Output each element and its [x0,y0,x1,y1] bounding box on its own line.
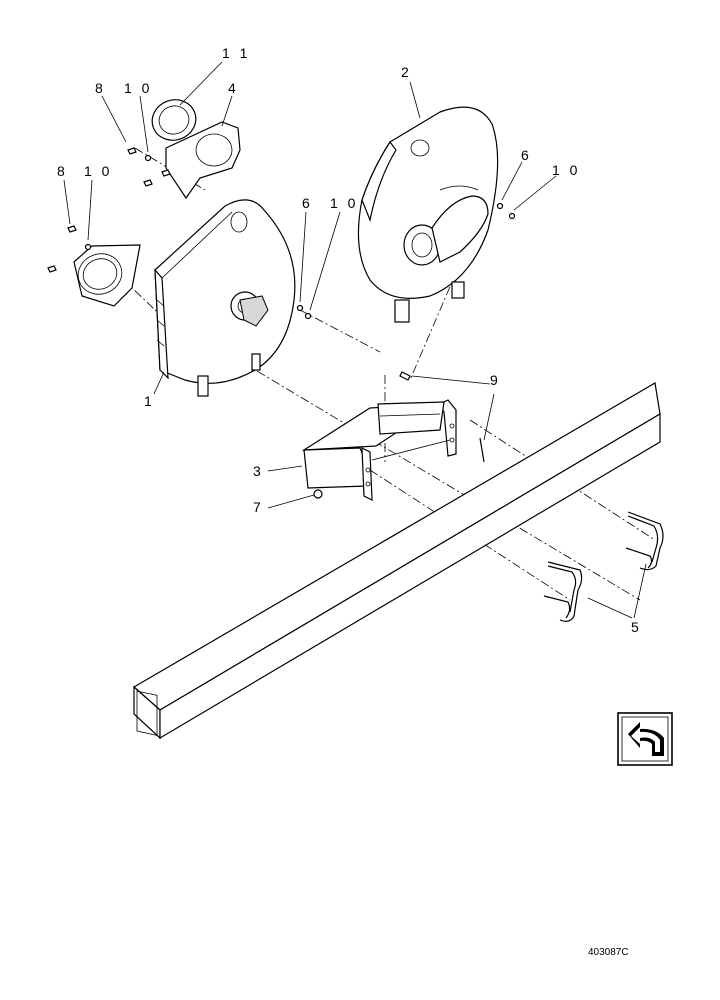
callout-10-lower: 1 0 [84,163,112,179]
ring-gasket-part-11 [151,99,197,141]
leader-lines [63,61,647,619]
fan-housing-part-2 [357,106,499,323]
callout-6-center: 6 [302,195,313,211]
callout-1: 1 [144,393,155,409]
fasteners [47,147,516,499]
callout-5: 5 [631,619,642,635]
callout-8-lower: 8 [57,163,68,179]
square-tube-beam [132,382,661,740]
blower-housing-part-1 [154,199,296,397]
callout-9: 9 [490,372,501,388]
callout-2: 2 [401,64,412,80]
callouts: 1 1 4 8 1 0 8 1 0 2 6 1 0 6 1 0 1 9 3 7 … [57,45,642,635]
callout-10-upper: 1 0 [124,80,152,96]
return-arrow-icon[interactable] [617,712,673,766]
gasket-plate-part-4 [165,121,241,200]
callout-3: 3 [253,463,264,479]
callout-10-right: 1 0 [552,162,580,178]
callout-11: 1 1 [222,45,250,61]
callout-6-right: 6 [521,147,532,163]
u-bolt-part-5-right [625,511,664,571]
drawing-code: 403087C [588,947,629,958]
lower-gasket-plate [73,244,141,307]
mounting-bracket-part-3 [301,399,457,501]
callout-10-center: 1 0 [330,195,358,211]
u-bolt-part-5-left [543,561,583,622]
callout-7: 7 [253,499,264,515]
callout-8-upper: 8 [95,80,106,96]
callout-4: 4 [228,80,239,96]
